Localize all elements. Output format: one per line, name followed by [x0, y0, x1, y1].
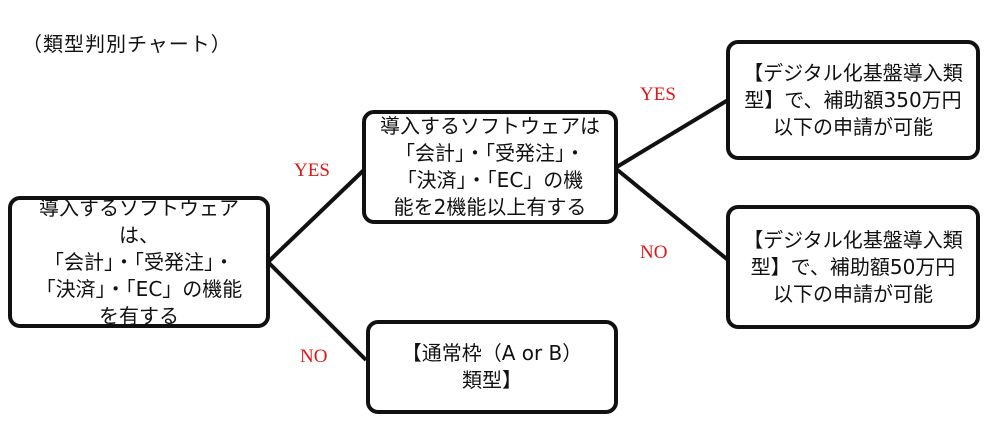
result-box-digital-350: 【デジタル化基盤導入類 型】で、補助額350万円 以下の申請が可能 [726, 40, 980, 160]
node-line: 類型】 [461, 368, 522, 392]
question-box-1: 導入するソフトウェアは、 「会計」・「受発注」・ 「決済」・「EC」の機能 を有… [8, 196, 270, 328]
node-line: 型】で、補助額350万円 [744, 87, 962, 112]
node-line: 「決済」・「EC」の機能 [35, 276, 243, 301]
edge-label-q1-yes: YES [294, 160, 330, 181]
result-box-normal: 【通常枠（A or B） 類型】 [366, 320, 618, 414]
connector-q1-to-normal [266, 260, 368, 362]
node-line: 【デジタル化基盤導入類 [743, 227, 963, 252]
node-line: 型】で、補助額50万円 [750, 254, 956, 279]
result-box-digital-50: 【デジタル化基盤導入類 型】で、補助額50万円 以下の申請が可能 [726, 205, 980, 329]
node-line: 以下の申請が可能 [772, 281, 933, 306]
chart-title: （類型判別チャート） [22, 32, 232, 56]
edge-label-q2-yes: YES [640, 84, 676, 105]
node-line: を有する [99, 303, 179, 328]
node-line: 能を2機能以上有する [393, 195, 587, 219]
connector-q1-to-q2 [266, 166, 368, 264]
node-line: 「会計」・「受発注」・ [44, 249, 234, 274]
node-line: 【デジタル化基盤導入類 [743, 60, 963, 85]
node-line: 以下の申請が可能 [772, 114, 933, 139]
question-box-2: 導入するソフトウェアは 「会計」・「受発注」・ 「決済」・「EC」の機 能を2機… [362, 110, 618, 224]
node-line: 【通常枠（A or B） [401, 341, 583, 365]
node-line: 導入するソフトウェアは、 [39, 195, 239, 247]
edge-label-q2-no: NO [640, 242, 668, 263]
node-line: 導入するソフトウェアは [380, 114, 600, 138]
node-line: 「会計」・「受発注」・ [395, 141, 585, 165]
edge-label-q1-no: NO [300, 346, 328, 367]
connector-q2-to-50 [613, 166, 730, 262]
node-line: 「決済」・「EC」の機 [396, 168, 584, 192]
connector-q2-to-350 [613, 98, 730, 170]
